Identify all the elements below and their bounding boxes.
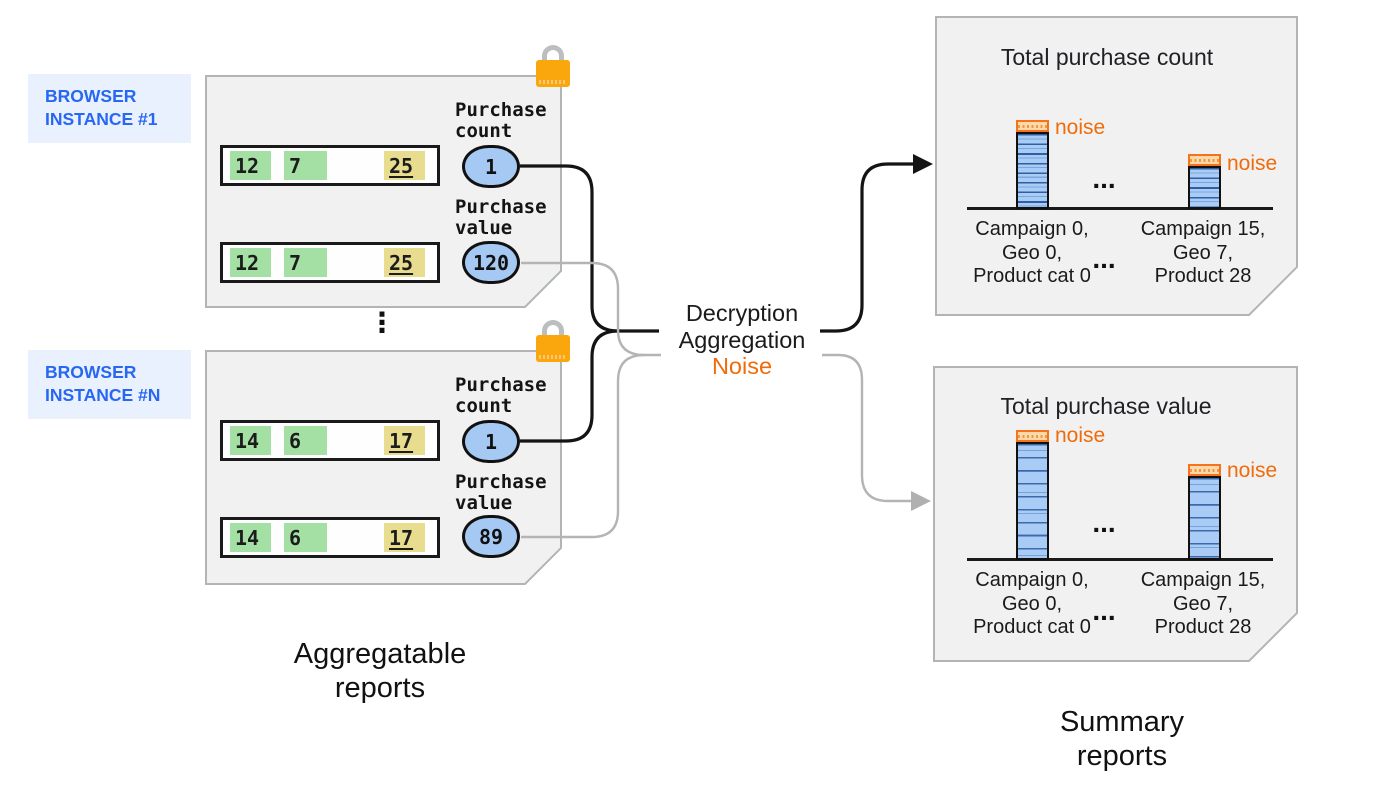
ellipsis-between-bars: ... [1092,163,1116,194]
key-cell: 6 [284,426,327,455]
gray-arrowhead-icon [911,491,931,511]
noise-annotation: noise [1227,152,1278,175]
aggregate-bar [1187,476,1221,560]
key-cell: 7 [284,151,327,180]
aggregatable-reports-caption: Aggregatable reports [293,638,467,704]
process-aggregation: Aggregation [678,326,806,353]
process-noise: Noise [711,353,773,379]
summary-report-count-panel: Total purchase count noise ... noise Cam… [935,16,1299,316]
aggregation-key-row: 12 7 25 [220,242,440,283]
noise-cap [1015,120,1049,132]
noise-cap [1187,464,1221,476]
purchase-value-label: Purchase value [455,471,547,514]
category-label: Campaign 15, Geo 7, Product 28 [1140,569,1266,638]
key-cell-highlight: 25 [384,151,425,180]
noise-annotation: noise [1055,116,1106,139]
chart-title: Total purchase count [1000,44,1214,70]
padlock-body [536,60,570,87]
aggregate-bar [1015,442,1049,560]
aggregation-key-row: 14 6 17 [220,420,440,461]
panel-dogear-background [935,16,1298,316]
purchase-count-label: Purchase count [455,99,547,142]
padlock-icon [534,45,572,87]
aggregate-bar [1187,166,1221,209]
key-cell: 14 [230,426,271,455]
key-cell: 12 [230,151,271,180]
purchase-value-value-bubble: 120 [462,241,520,284]
key-cell: 7 [284,248,327,277]
summary-reports-caption: Summary reports [1059,706,1185,772]
x-axis-line [967,558,1273,561]
aggregatable-report-panel-n: Purchase count 14 6 17 1 Purchase value … [205,350,563,585]
bar-campaign-15 [1185,154,1223,209]
aggregate-bar [1015,132,1049,209]
purchase-count-label: Purchase count [455,374,547,417]
bar-campaign-0 [1013,430,1051,560]
ellipsis-between-labels: ... [1092,243,1116,274]
summary-report-value-panel: Total purchase value noise ... noise Cam… [933,366,1299,662]
vertical-ellipsis: ⋮ [368,306,396,339]
bar-campaign-0 [1013,120,1051,209]
purchase-count-value-bubble: 1 [462,420,520,463]
key-cell-highlight: 25 [384,248,425,277]
padlock-shackle [542,45,564,64]
purchase-value-value-bubble: 89 [462,515,520,558]
chart-title: Total purchase value [1000,393,1212,419]
purchase-count-value-bubble: 1 [462,145,520,188]
process-step-text: Decryption Aggregation Noise [642,300,842,380]
category-label: Campaign 0, Geo 0, Product cat 0 [973,218,1091,287]
category-label: Campaign 15, Geo 7, Product 28 [1140,218,1266,287]
key-cell: 14 [230,523,271,552]
noise-annotation: noise [1055,424,1106,447]
black-arrowhead-icon [913,154,933,174]
ellipsis-between-labels: ... [1092,595,1116,626]
key-cell-highlight: 17 [384,523,425,552]
padlock-icon [534,320,572,362]
category-label: Campaign 0, Geo 0, Product cat 0 [973,569,1091,638]
x-axis-line [967,207,1273,210]
ellipsis-between-bars: ... [1092,507,1116,538]
process-decryption: Decryption [685,300,799,326]
noise-annotation: noise [1227,459,1278,482]
key-cell-highlight: 17 [384,426,425,455]
aggregation-key-row: 14 6 17 [220,517,440,558]
browser-instance-1-label: BROWSER INSTANCE #1 [28,74,191,143]
aggregation-key-row: 12 7 25 [220,145,440,186]
noise-cap [1187,154,1221,166]
padlock-body [536,335,570,362]
bar-campaign-15 [1185,464,1223,560]
browser-instance-n-label: BROWSER INSTANCE #N [28,350,191,419]
aggregatable-report-panel-1: Purchase count 12 7 25 1 Purchase value … [205,75,563,308]
key-cell: 6 [284,523,327,552]
noise-cap [1015,430,1049,442]
key-cell: 12 [230,248,271,277]
purchase-value-label: Purchase value [455,196,547,239]
